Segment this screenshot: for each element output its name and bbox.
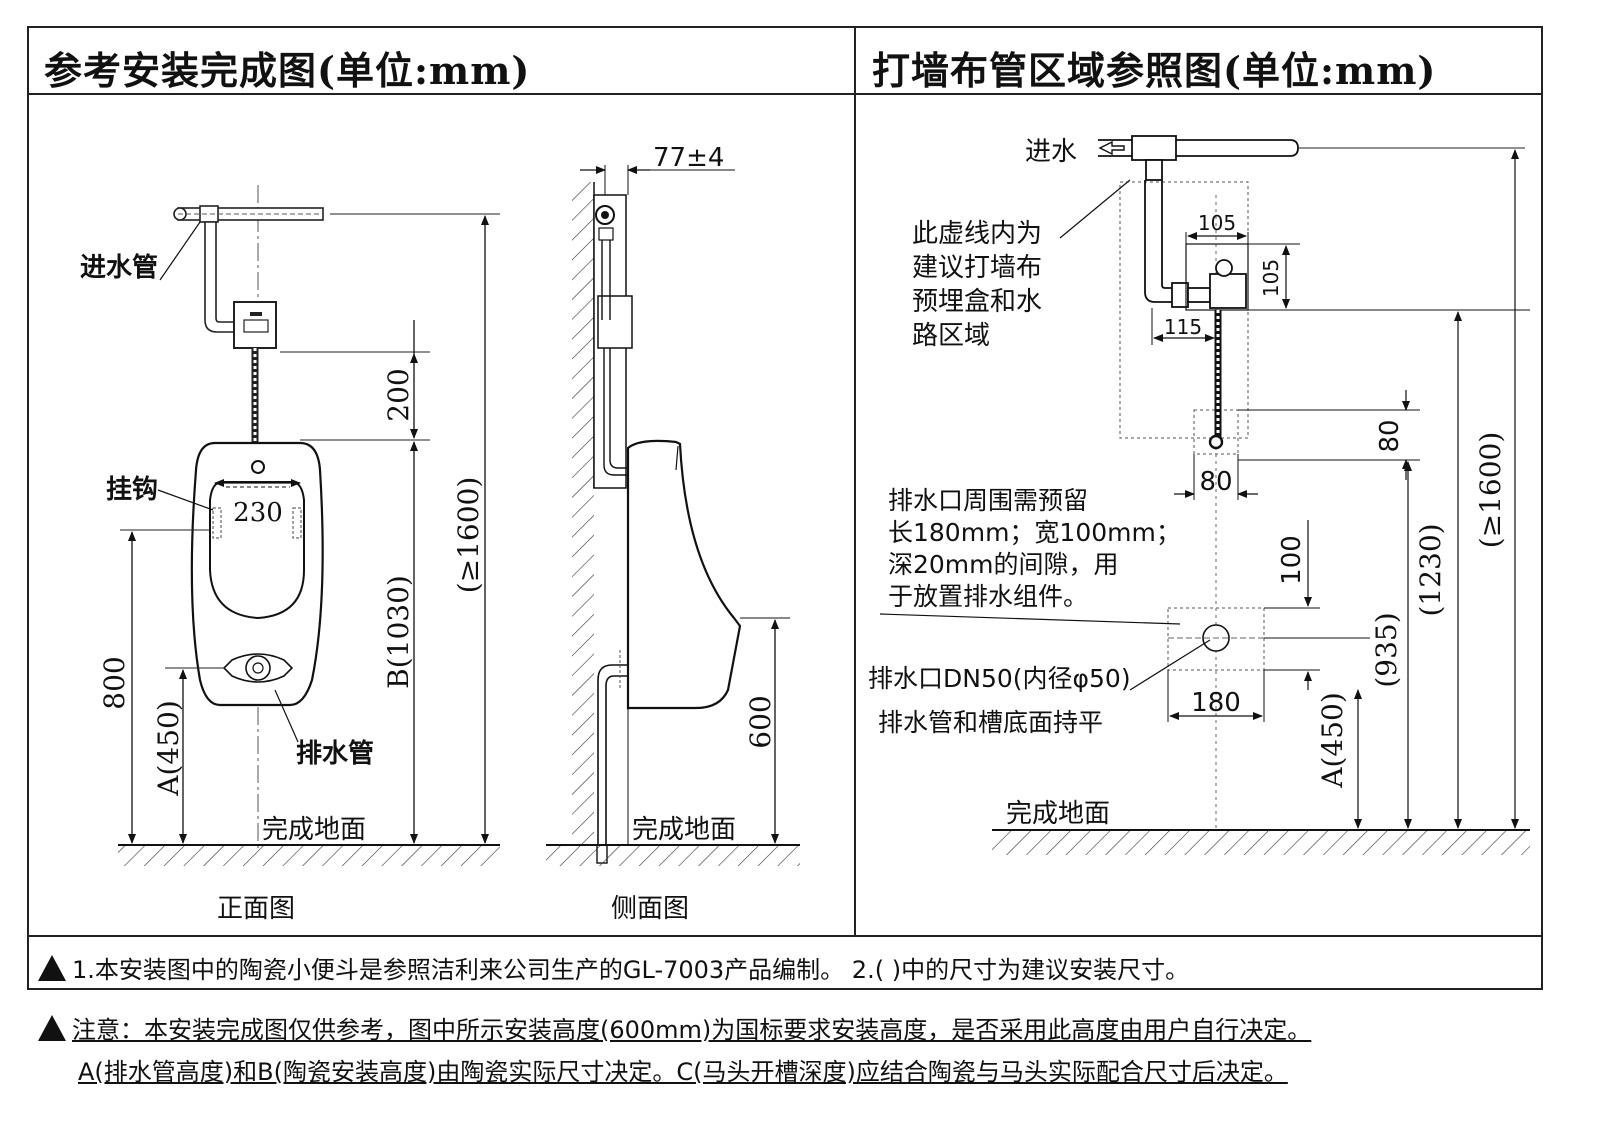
front-view-caption: 正面图 [217,894,295,924]
front-floor-label: 完成地面 [262,815,366,845]
hook-left [212,507,222,539]
side-floor-hatch [546,846,800,866]
left-panel-title: 参考安装完成图(单位:mm) [44,48,531,93]
zone-note-line2: 建议打墙布 [912,253,1042,283]
drain-note-line3: 深20mm的间隙，用 [888,550,1119,579]
dim-80-h-label: 80 [1199,467,1232,497]
dim-1230-label: (1230) [1414,523,1447,616]
dim-100-label: 100 [1277,535,1307,585]
side-depth-dim-label: 77±4 [653,143,724,173]
front-inlet-pipe-label: 进水管 [80,253,158,283]
drain-level-label: 排水管和槽底面持平 [878,708,1103,737]
dim-105-h-label: 105 [1198,211,1236,235]
drain-fitting-front [222,653,294,683]
wall-dim-1600-label: (≥1600) [1474,432,1507,549]
dim-230-label: 230 [233,498,283,528]
dim-180-label: 180 [1191,688,1241,718]
dim-115-label: 115 [1164,315,1202,339]
dim-B-label: B(1030) [382,575,415,689]
dim-A-label: A(450) [152,700,185,797]
dim-105-v-label: 105 [1259,259,1283,297]
side-flush-box [597,295,633,349]
frame-dividers [27,26,1543,937]
flush-valve-box [233,301,277,349]
side-drain-pipe [597,664,628,860]
dim-935-label: (935) [1370,612,1403,687]
urinal-bowl-front [209,481,305,620]
drain-note-line1: 排水口周围需预留 [888,486,1088,515]
inlet-arrow-icon [1098,140,1125,156]
side-view-caption: 侧面图 [611,894,689,924]
drawing-frame [27,26,1543,990]
side-view: 77±4 600 完成地面 侧面图 [546,143,800,924]
front-floor-hatch [118,846,500,866]
dim-1600-label: (≥1600) [452,477,485,594]
dim-200-label: 200 [382,368,415,421]
drain-clearance-zone [1167,607,1265,671]
front-view: 进水管 挂钩 排水管 完成地面 230 200 800 A(450) B(103… [80,185,500,924]
water-inlet-spud [251,460,265,474]
wall-inlet-pipe [1098,135,1299,309]
note-line-2: 注意：本安装完成图仅供参考，图中所示安装高度(600mm)为国标要求安装高度，是… [38,1010,1311,1045]
warning-triangle-icon [38,1015,66,1041]
zone-note-line4: 路区域 [912,321,990,351]
dim-80-v-label: 80 [1375,419,1405,452]
drain-note-line4: 于放置排水组件。 [888,582,1088,611]
wall-view: 105 105 115 80 80 100 180 A [868,135,1530,855]
wall-floor-label: 完成地面 [1006,799,1110,829]
dim-600-label: 600 [744,695,777,748]
wall-floor-hatch [992,831,1530,855]
side-wall-hatch [572,182,594,844]
front-drain-pipe-label: 排水管 [296,739,374,769]
hook-right [292,507,302,539]
warning-triangle-icon [38,955,66,981]
wall-dim-A-label: A(450) [1316,692,1349,789]
dim-800-label: 800 [98,656,131,709]
drain-outlet-label: 排水口DN50(内径φ50) [868,664,1131,693]
note-line-3: A(排水管高度)和B(陶瓷安装高度)由陶瓷实际尺寸决定。C(马头开槽深度)应结合… [78,1058,1288,1086]
front-hook-label: 挂钩 [106,475,158,505]
note-line-1: 1.本安装图中的陶瓷小便斗是参照洁利来公司生产的GL-7003产品编制。 2.(… [38,950,1189,985]
wall-inlet-label: 进水 [1025,137,1077,167]
drain-note-line2: 长180mm；宽100mm； [888,518,1181,547]
zone-note-line1: 此虚线内为 [912,219,1042,249]
wall-spud-outlet [1208,434,1224,450]
urinal-body-side [626,439,742,710]
zone-note-line3: 预埋盒和水 [912,287,1042,317]
right-panel-title: 打墙布管区域参照图(单位:mm) [872,48,1437,93]
side-floor-label: 完成地面 [632,815,736,845]
